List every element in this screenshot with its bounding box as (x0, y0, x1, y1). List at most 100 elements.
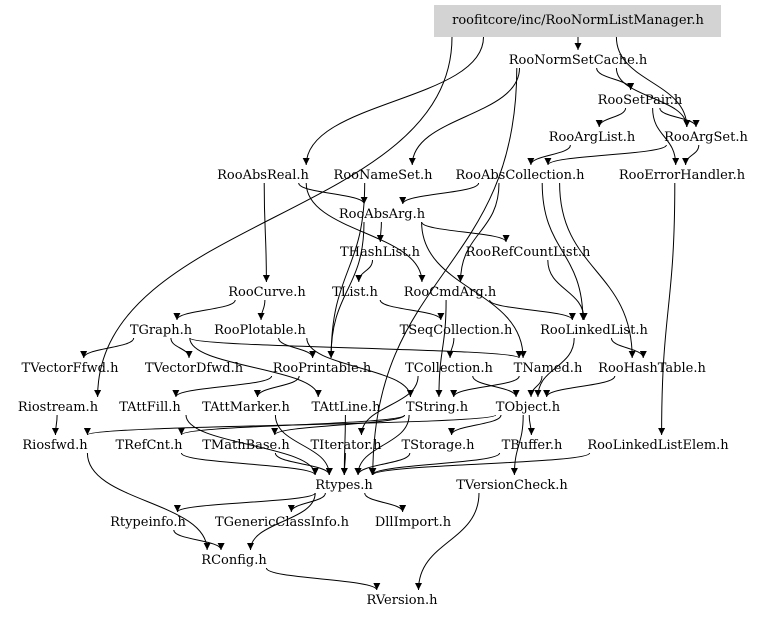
node-label: TNamed.h (514, 361, 583, 376)
node-dllimport[interactable]: DllImport.h (375, 515, 452, 530)
node-tstring[interactable]: TString.h (406, 400, 469, 415)
edge-rooargset-to-rooerrorhandler (682, 144, 700, 166)
edge-trefcnt-to-rtypes (180, 452, 319, 476)
node-tnamed[interactable]: TNamed.h (514, 361, 583, 376)
node-label: RooPlotable.h (214, 323, 306, 338)
edge-rooprintable-to-tattfill (172, 375, 273, 398)
node-riostream[interactable]: Riostream.h (18, 400, 99, 415)
node-label: Riostream.h (18, 400, 99, 415)
node-label: THashList.h (340, 245, 421, 260)
node-thashlist[interactable]: THashList.h (340, 245, 421, 260)
edge-rtypes-to-rconfig (247, 492, 316, 551)
node-label: RooNormSetCache.h (509, 53, 648, 68)
node-label: RooSetPair.h (598, 93, 683, 108)
edge-rtypes-to-tgenericclassinfo (287, 492, 326, 513)
node-label: Rtypeinfo.h (110, 515, 186, 530)
node-label: TSeqCollection.h (400, 323, 513, 338)
node-tbuffer[interactable]: TBuffer.h (502, 438, 563, 453)
node-label: Rtypes.h (315, 478, 373, 493)
edge-tgraph-to-tattline (189, 337, 322, 398)
edge-rooabscollection-to-roohashtable (559, 182, 636, 359)
node-rtypeinfo[interactable]: Rtypeinfo.h (110, 515, 186, 530)
node-tgenericclassinfo[interactable]: TGenericClassInfo.h (215, 515, 350, 530)
node-roohashtable[interactable]: RooHashTable.h (598, 361, 706, 376)
edge-roofitcore-inc-roonormlistmanager-to-rooargset (615, 36, 691, 128)
edge-rtypes-to-rtypeinfo (174, 492, 316, 513)
edge-roosetpair-to-rooarglist (595, 107, 627, 128)
node-trefcnt[interactable]: TRefCnt.h (115, 438, 183, 453)
edge-rooprintable-to-tattmarker (253, 375, 300, 398)
edge-roolinkedlist-to-roohashtable (610, 337, 647, 359)
node-tattmarker[interactable]: TAttMarker.h (202, 400, 290, 415)
node-tversioncheck[interactable]: TVersionCheck.h (456, 478, 568, 493)
node-label: RooAbsReal.h (217, 168, 309, 183)
edge-rooabscollection-to-roolinkedlist (541, 182, 587, 321)
node-tvectorffwd[interactable]: TVectorFfwd.h (22, 361, 120, 376)
node-label: RooErrorHandler.h (619, 168, 746, 183)
edge-rooabsreal-to-rooabsarg (298, 182, 368, 205)
node-riosfwd[interactable]: Riosfwd.h (22, 438, 88, 453)
edge-roorefcountlist-to-roolinkedlist (547, 259, 588, 321)
node-rooarglist[interactable]: RooArgList.h (549, 130, 636, 145)
node-label: RooLinkedListElem.h (587, 438, 729, 453)
edge-rooerrorhandler-to-roolinkedlistelem (658, 182, 676, 436)
node-tmathbase[interactable]: TMathBase.h (202, 438, 290, 453)
node-rooabsreal[interactable]: RooAbsReal.h (217, 168, 309, 183)
node-label: DllImport.h (375, 515, 452, 530)
node-tvectordfwd[interactable]: TVectorDfwd.h (145, 361, 244, 376)
node-tcollection[interactable]: TCollection.h (405, 361, 493, 376)
node-label: RooCmdArg.h (404, 285, 497, 300)
node-label: TVersionCheck.h (456, 478, 568, 493)
node-tattfill[interactable]: TAttFill.h (119, 400, 181, 415)
node-label: RVersion.h (367, 593, 439, 608)
node-rooargset[interactable]: RooArgSet.h (664, 130, 748, 145)
node-rooabsarg[interactable]: RooAbsArg.h (339, 207, 426, 222)
edge-thashlist-to-tlist (355, 259, 373, 283)
node-tlist[interactable]: TList.h (332, 285, 378, 300)
edge-tobject-to-riosfwd (84, 414, 497, 436)
node-roocurve[interactable]: RooCurve.h (228, 285, 306, 300)
node-rooprintable[interactable]: RooPrintable.h (273, 361, 372, 376)
node-tseqcollection[interactable]: TSeqCollection.h (400, 323, 513, 338)
edge-roolinkedlistelem-to-rtypes (369, 452, 591, 476)
edge-tnamed-to-tstring (450, 375, 520, 398)
node-roofitcore-inc-roonormlistmanager[interactable]: roofitcore/inc/RooNormListManager.h (434, 5, 721, 37)
edge-rooabsreal-to-roocurve (262, 182, 270, 283)
node-roonormsetcache[interactable]: RooNormSetCache.h (509, 53, 648, 68)
edge-tseqcollection-to-tcollection (446, 337, 455, 359)
node-label: RooArgList.h (549, 130, 636, 145)
node-roonameset[interactable]: RooNameSet.h (334, 168, 434, 183)
node-label: TObject.h (496, 400, 561, 415)
edge-roonormsetcache-to-roonameset (408, 67, 520, 166)
edge-tmathbase-to-rtypes (274, 452, 333, 476)
edge-roonormsetcache-to-rtypes (369, 67, 518, 476)
root-node-box (434, 5, 721, 37)
node-roorefcountlist[interactable]: RooRefCountList.h (466, 245, 591, 260)
node-titerator[interactable]: TIterator.h (310, 438, 382, 453)
node-rconfig[interactable]: RConfig.h (201, 553, 267, 568)
node-label: TAttMarker.h (202, 400, 290, 415)
node-rooabscollection[interactable]: RooAbsCollection.h (456, 168, 586, 183)
node-label: RooArgSet.h (664, 130, 748, 145)
node-label: TRefCnt.h (115, 438, 183, 453)
node-rooplotable[interactable]: RooPlotable.h (214, 323, 306, 338)
node-rversion[interactable]: RVersion.h (367, 593, 439, 608)
edge-tcollection-to-titerator (357, 375, 419, 436)
edge-roocurve-to-rooplotable (257, 299, 266, 321)
node-rtypes[interactable]: Rtypes.h (315, 478, 373, 493)
node-tstorage[interactable]: TStorage.h (401, 438, 475, 453)
edge-roofitcore-inc-roonormlistmanager-to-riostream (94, 36, 453, 398)
node-tattline[interactable]: TAttLine.h (312, 400, 382, 415)
node-roolinkedlist[interactable]: RooLinkedList.h (540, 323, 648, 338)
node-label: TBuffer.h (502, 438, 563, 453)
node-roolinkedlistelem[interactable]: RooLinkedListElem.h (587, 438, 729, 453)
edge-rooabscollection-to-roocmdarg (457, 182, 500, 283)
node-tobject[interactable]: TObject.h (496, 400, 561, 415)
edge-rooplotable-to-rooprintable (278, 337, 317, 359)
node-roosetpair[interactable]: RooSetPair.h (598, 93, 683, 108)
node-tgraph[interactable]: TGraph.h (130, 323, 193, 338)
node-roocmdarg[interactable]: RooCmdArg.h (404, 285, 497, 300)
node-rooerrorhandler[interactable]: RooErrorHandler.h (619, 168, 746, 183)
edge-titerator-to-rtypes (340, 452, 348, 476)
